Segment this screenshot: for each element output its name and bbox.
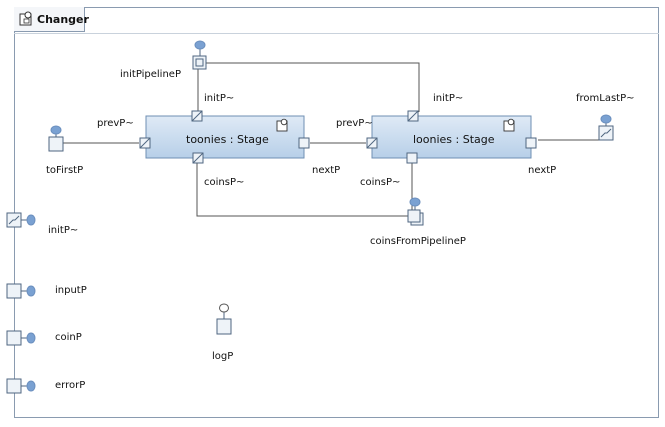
port-errorP[interactable]	[6, 378, 36, 394]
port-toonies-prevP[interactable]	[139, 137, 151, 149]
border-ports	[6, 40, 614, 394]
port-loonies-initP[interactable]	[407, 110, 419, 122]
capsule-frame	[14, 7, 659, 418]
label-loonies-coinsP: coinsP~	[360, 177, 401, 188]
capsule-icon	[276, 118, 288, 132]
connector-toonies-coins	[196, 163, 410, 217]
label-initP: initP~	[48, 225, 79, 236]
capsule-title: Changer	[37, 13, 89, 26]
label-toonies-coinsP: coinsP~	[204, 177, 245, 188]
label-loonies-initP: initP~	[433, 93, 464, 104]
label-toFirstP: toFirstP	[46, 165, 84, 176]
part-toonies[interactable]	[145, 115, 305, 159]
port-inputP[interactable]	[6, 283, 36, 299]
label-toonies-prevP: prevP~	[97, 118, 134, 129]
part-loonies[interactable]	[371, 115, 532, 159]
label-inputP: inputP	[55, 285, 87, 296]
label-coinsFromPipelineP: coinsFromPipelineP	[370, 236, 466, 247]
port-loonies-prevP[interactable]	[366, 137, 378, 149]
label-loonies-nextP: nextP	[528, 165, 557, 176]
part-label-toonies: toonies : Stage	[186, 133, 269, 146]
label-toonies-nextP: nextP	[312, 165, 341, 176]
label-loonies-prevP: prevP~	[336, 118, 373, 129]
capsule-icon	[503, 118, 515, 132]
connectors	[62, 62, 599, 217]
capsule-icon	[19, 11, 32, 26]
part-label-loonies: loonies : Stage	[413, 133, 495, 146]
port-fromLastP[interactable]	[598, 114, 614, 141]
port-coinP[interactable]	[6, 330, 36, 346]
label-fromLastP: fromLastP~	[576, 93, 635, 104]
port-coinsFromPipelineP[interactable]	[407, 197, 424, 226]
connector-initPipeline-loonies	[206, 62, 420, 112]
port-toonies-coinsP[interactable]	[192, 152, 204, 164]
port-toFirstP[interactable]	[48, 125, 64, 152]
port-initP[interactable]	[6, 212, 36, 228]
label-coinP: coinP	[55, 332, 82, 343]
port-logP[interactable]	[216, 303, 232, 335]
frame-divider	[14, 33, 659, 34]
port-toonies-initP[interactable]	[191, 110, 203, 122]
label-logP: logP	[212, 351, 234, 362]
port-loonies-coinsP[interactable]	[406, 152, 418, 164]
part-ports	[139, 110, 537, 164]
port-loonies-nextP[interactable]	[525, 137, 537, 149]
label-errorP: errorP	[55, 380, 86, 391]
label-initPipelineP: initPipelineP	[120, 69, 181, 80]
port-toonies-nextP[interactable]	[298, 137, 310, 149]
port-initPipelineP[interactable]	[192, 40, 207, 70]
label-toonies-initP: initP~	[204, 93, 235, 104]
